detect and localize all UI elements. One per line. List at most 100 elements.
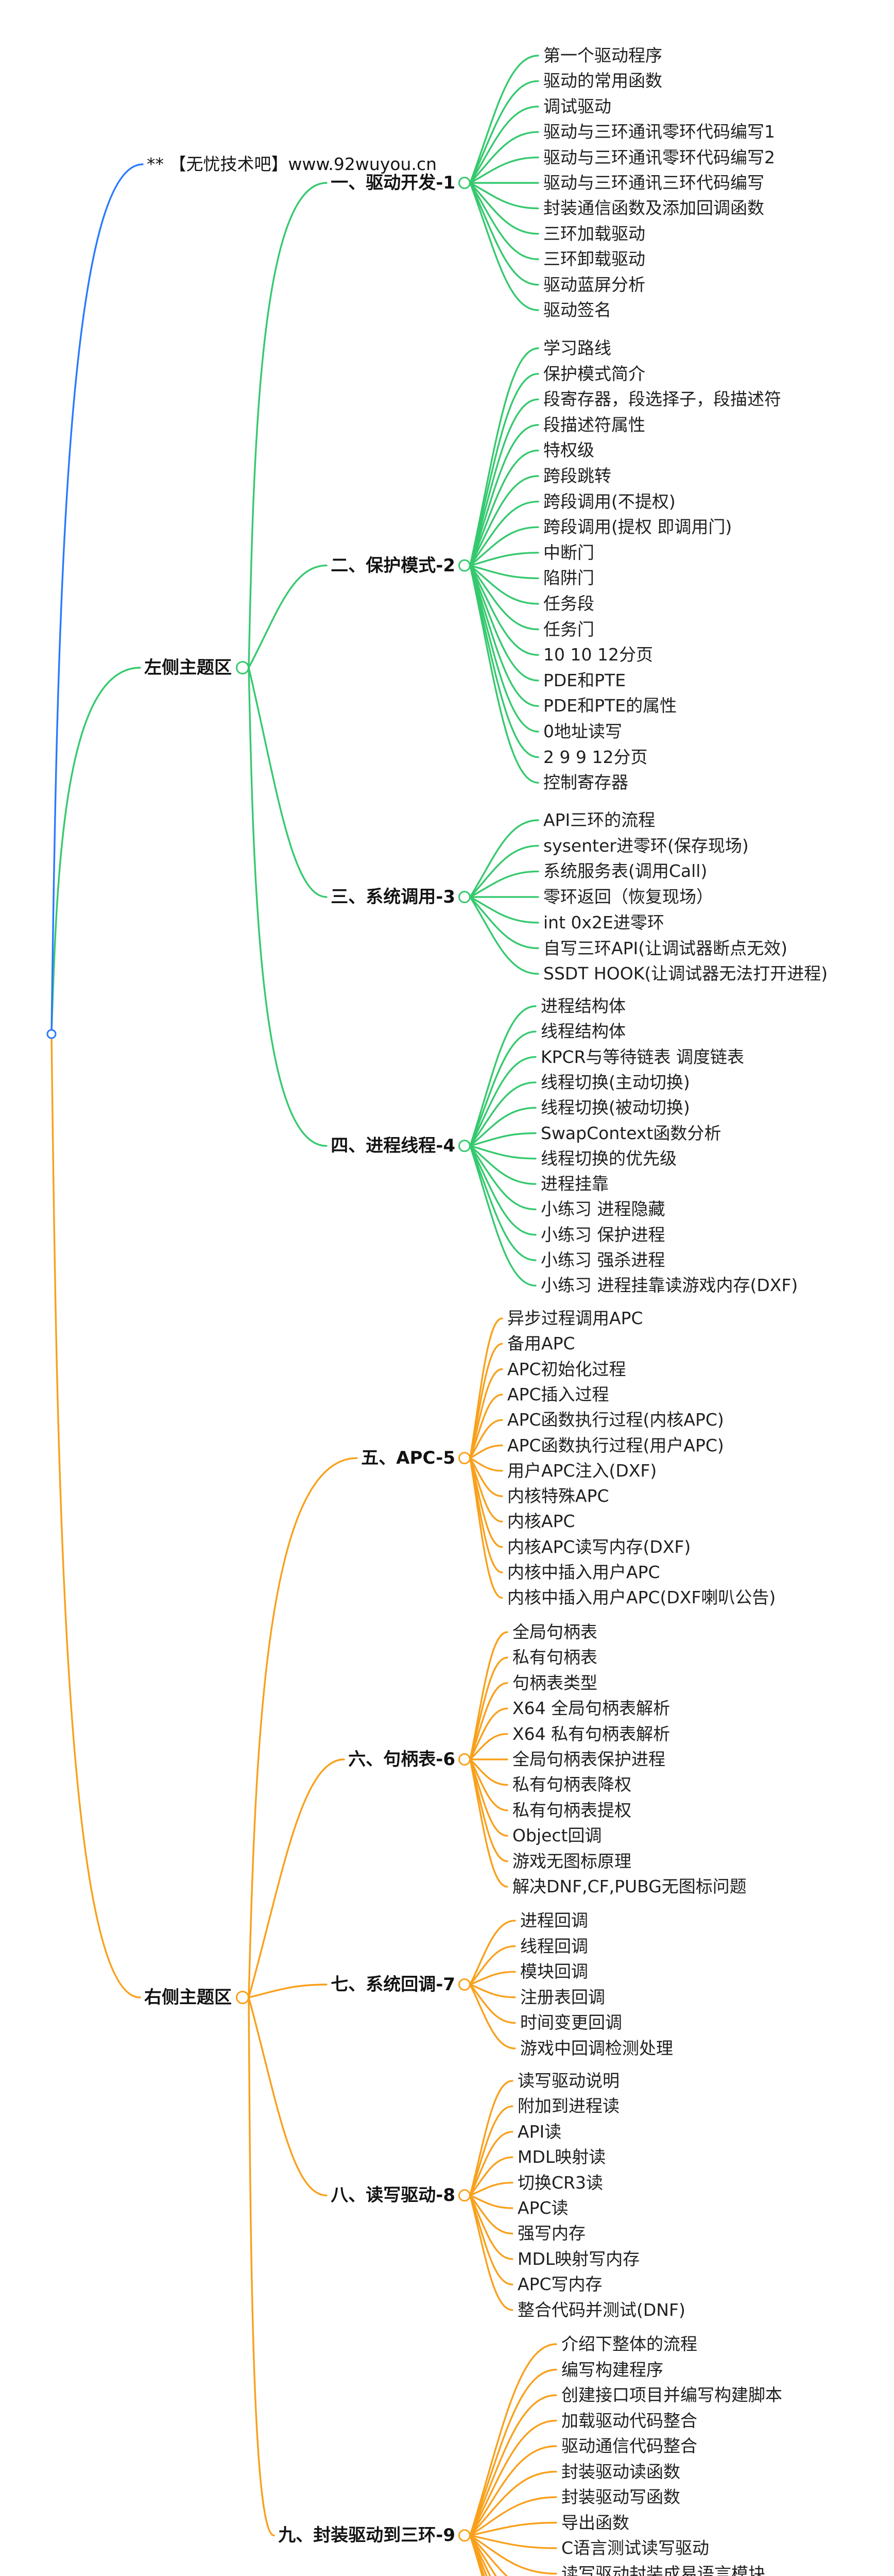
leaf-topic[interactable]: 特权级 xyxy=(543,440,594,461)
leaf-topic[interactable]: PDE和PTE的属性 xyxy=(543,696,677,716)
branch-collapse-handle-3[interactable] xyxy=(458,891,471,904)
leaf-topic[interactable]: 导出函数 xyxy=(561,2512,629,2533)
leaf-topic[interactable]: 句柄表类型 xyxy=(512,1672,597,1693)
leaf-topic[interactable]: APC函数执行过程(用户APC) xyxy=(507,1435,724,1455)
leaf-topic[interactable]: 内核APC读写内存(DXF) xyxy=(507,1536,691,1557)
leaf-topic[interactable]: sysenter进零环(保存现场) xyxy=(543,835,749,856)
branch-collapse-handle-6[interactable] xyxy=(458,1753,471,1766)
group-topic-right[interactable]: 右侧主题区 xyxy=(144,1987,232,2008)
leaf-topic[interactable]: 附加到进程读 xyxy=(518,2096,620,2116)
leaf-topic[interactable]: 异步过程调用APC xyxy=(507,1308,643,1328)
leaf-topic[interactable]: 小练习 保护进程 xyxy=(541,1224,665,1245)
leaf-topic[interactable]: 0地址读写 xyxy=(543,721,622,741)
leaf-topic[interactable]: 加载驱动代码整合 xyxy=(561,2410,697,2431)
branch-collapse-handle-4[interactable] xyxy=(458,1140,471,1153)
branch-collapse-handle-9[interactable] xyxy=(458,2529,471,2542)
leaf-topic[interactable]: 驱动与三环通讯三环代码编写 xyxy=(543,173,764,193)
leaf-topic[interactable]: 全局句柄表 xyxy=(512,1622,597,1642)
leaf-topic[interactable]: 调试驱动 xyxy=(543,96,611,116)
leaf-topic[interactable]: 私有句柄表提权 xyxy=(512,1800,631,1820)
leaf-topic[interactable]: PDE和PTE xyxy=(543,670,626,690)
leaf-topic[interactable]: 10 10 12分页 xyxy=(543,645,653,665)
leaf-topic[interactable]: Object回调 xyxy=(512,1825,602,1846)
leaf-topic[interactable]: 跨段调用(不提权) xyxy=(543,491,676,512)
leaf-topic[interactable]: 系统服务表(调用Call) xyxy=(543,861,708,882)
leaf-topic[interactable]: 2 9 9 12分页 xyxy=(543,747,648,767)
branch-topic-4[interactable]: 四、进程线程-4 xyxy=(331,1136,455,1157)
leaf-topic[interactable]: 陷阱门 xyxy=(543,568,594,588)
leaf-topic[interactable]: 线程切换(被动切换) xyxy=(541,1097,690,1118)
group-topic-left[interactable]: 左侧主题区 xyxy=(144,657,232,678)
leaf-topic[interactable]: 三环卸载驱动 xyxy=(543,249,645,269)
leaf-topic[interactable]: APC写内存 xyxy=(518,2274,603,2295)
branch-topic-9[interactable]: 九、封装驱动到三环-9 xyxy=(278,2525,455,2546)
branch-collapse-handle-1[interactable] xyxy=(458,177,471,189)
leaf-topic[interactable]: 驱动与三环通讯零环代码编写1 xyxy=(543,122,775,142)
leaf-topic[interactable]: 驱动与三环通讯零环代码编写2 xyxy=(543,147,775,167)
leaf-topic[interactable]: MDL映射写内存 xyxy=(518,2248,640,2269)
leaf-topic[interactable]: C语言测试读写驱动 xyxy=(561,2538,710,2558)
leaf-topic[interactable]: 封装驱动写函数 xyxy=(561,2487,680,2507)
leaf-topic[interactable]: 小练习 进程隐藏 xyxy=(541,1199,665,1219)
leaf-topic[interactable]: 进程结构体 xyxy=(541,996,626,1016)
leaf-topic[interactable]: KPCR与等待链表 调度链表 xyxy=(541,1046,745,1067)
leaf-topic[interactable]: APC读 xyxy=(518,2198,569,2218)
branch-topic-6[interactable]: 六、句柄表-6 xyxy=(348,1749,455,1770)
leaf-topic[interactable]: 内核中插入用户APC(DXF喇叭公告) xyxy=(507,1587,776,1608)
leaf-topic[interactable]: 第一个驱动程序 xyxy=(543,45,662,65)
leaf-topic[interactable]: 全局句柄表保护进程 xyxy=(512,1749,665,1769)
leaf-topic[interactable]: 解决DNF,CF,PUBG无图标问题 xyxy=(512,1876,747,1896)
leaf-topic[interactable]: 创建接口项目并编写构建脚本 xyxy=(561,2385,782,2405)
leaf-topic[interactable]: 自写三环API(让调试器断点无效) xyxy=(543,938,787,958)
leaf-topic[interactable]: 三环加载驱动 xyxy=(543,223,645,244)
leaf-topic[interactable]: 切换CR3读 xyxy=(518,2172,603,2193)
branch-topic-5[interactable]: 五、APC-5 xyxy=(361,1448,455,1469)
branch-collapse-handle-8[interactable] xyxy=(458,2189,471,2202)
leaf-topic[interactable]: SwapContext函数分析 xyxy=(541,1123,721,1143)
leaf-topic[interactable]: X64 私有句柄表解析 xyxy=(512,1723,670,1744)
branch-collapse-handle-2[interactable] xyxy=(458,559,471,572)
leaf-topic[interactable]: 编写构建程序 xyxy=(561,2359,663,2380)
leaf-topic[interactable]: 保护模式简介 xyxy=(543,363,645,384)
leaf-topic[interactable]: 内核特殊APC xyxy=(507,1486,609,1506)
leaf-topic[interactable]: int 0x2E进零环 xyxy=(543,912,664,933)
root-node-dot[interactable] xyxy=(46,1029,57,1039)
leaf-topic[interactable]: MDL映射读 xyxy=(518,2147,606,2167)
group-collapse-handle-right[interactable] xyxy=(236,1991,249,2004)
branch-topic-7[interactable]: 七、系统回调-7 xyxy=(331,1974,455,1995)
group-collapse-handle-left[interactable] xyxy=(236,661,249,674)
leaf-topic[interactable]: 线程回调 xyxy=(520,1936,588,1956)
leaf-topic[interactable]: 小练习 强杀进程 xyxy=(541,1250,665,1270)
leaf-topic[interactable]: 段描述符属性 xyxy=(543,414,645,435)
leaf-topic[interactable]: 封装驱动读函数 xyxy=(561,2461,680,2482)
leaf-topic[interactable]: 游戏无图标原理 xyxy=(512,1851,631,1871)
leaf-topic[interactable]: 零环返回（恢复现场） xyxy=(543,887,713,907)
leaf-topic[interactable]: 线程结构体 xyxy=(541,1021,626,1042)
root-topic[interactable]: ** 【无忧技术吧】www.92wuyou.cn xyxy=(147,154,437,174)
leaf-topic[interactable]: 备用APC xyxy=(507,1333,575,1354)
leaf-topic[interactable]: 强写内存 xyxy=(518,2223,586,2244)
leaf-topic[interactable]: 线程切换(主动切换) xyxy=(541,1072,690,1092)
leaf-topic[interactable]: 模块回调 xyxy=(520,1961,588,1982)
leaf-topic[interactable]: 驱动蓝屏分析 xyxy=(543,274,645,295)
leaf-topic[interactable]: 介绍下整体的流程 xyxy=(561,2334,697,2354)
leaf-topic[interactable]: API三环的流程 xyxy=(543,810,656,830)
leaf-topic[interactable]: API读 xyxy=(518,2121,562,2142)
leaf-topic[interactable]: 段寄存器，段选择子，段描述符 xyxy=(543,389,781,410)
leaf-topic[interactable]: SSDT HOOK(让调试器无法打开进程) xyxy=(543,963,828,984)
branch-collapse-handle-7[interactable] xyxy=(458,1978,471,1991)
branch-topic-1[interactable]: 一、驱动开发-1 xyxy=(331,173,455,193)
leaf-topic[interactable]: 游戏中回调检测处理 xyxy=(520,2038,673,2058)
leaf-topic[interactable]: 时间变更回调 xyxy=(520,2012,622,2033)
leaf-topic[interactable]: APC函数执行过程(内核APC) xyxy=(507,1410,724,1430)
leaf-topic[interactable]: 内核APC xyxy=(507,1511,575,1532)
leaf-topic[interactable]: 私有句柄表 xyxy=(512,1647,597,1668)
branch-collapse-handle-5[interactable] xyxy=(458,1452,471,1465)
leaf-topic[interactable]: 小练习 进程挂靠读游戏内存(DXF) xyxy=(541,1275,798,1296)
branch-topic-2[interactable]: 二、保护模式-2 xyxy=(331,555,455,576)
leaf-topic[interactable]: APC初始化过程 xyxy=(507,1359,626,1379)
leaf-topic[interactable]: 驱动的常用函数 xyxy=(543,71,662,91)
leaf-topic[interactable]: 驱动签名 xyxy=(543,300,611,320)
leaf-topic[interactable]: 跨段调用(提权 即调用门) xyxy=(543,517,732,537)
leaf-topic[interactable]: 线程切换的优先级 xyxy=(541,1148,677,1168)
